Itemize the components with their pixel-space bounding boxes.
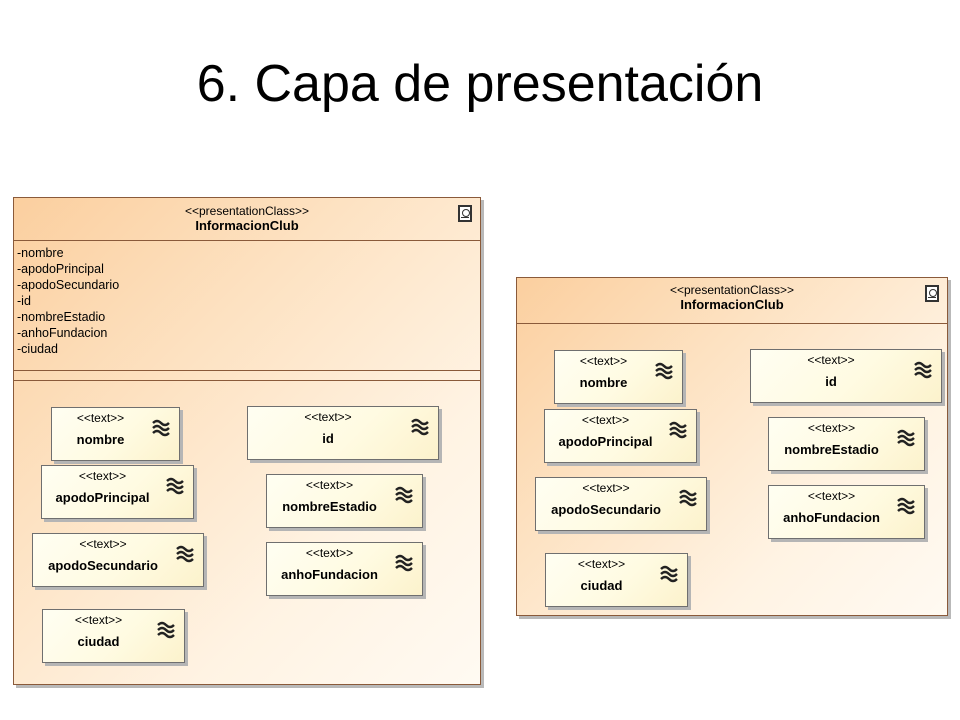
text-stereotype: <<text>> (74, 613, 123, 627)
text-stereotype: <<text>> (305, 546, 354, 560)
text-stereotype: <<text>> (807, 421, 856, 435)
text-stereotype: <<text>> (78, 469, 127, 483)
text-stereotype: <<text>> (582, 481, 630, 495)
text-element-anhoFundacion[interactable]: <<text>> anhoFundacion (266, 542, 423, 596)
text-element-nombreEstadio[interactable]: <<text>> nombreEstadio (768, 417, 925, 471)
attribute-item: -nombreEstadio (17, 310, 106, 324)
class-box-right[interactable]: <<presentationClass>> InformacionClub <<… (516, 277, 948, 616)
class-icon (925, 285, 939, 302)
text-stereotype: <<text>> (579, 354, 628, 368)
attribute-item: -anhoFundacion (17, 326, 108, 340)
text-wave-icon (897, 429, 915, 447)
text-name: apodoSecundario (48, 558, 158, 573)
text-name: nombre (76, 432, 125, 447)
class-header: <<presentationClass>> InformacionClub (517, 278, 947, 324)
text-stereotype: <<text>> (305, 478, 354, 492)
text-name: apodoSecundario (551, 502, 661, 517)
text-name: ciudad (580, 578, 623, 593)
text-element-apodoSecundario[interactable]: <<text>> apodoSecundario (32, 533, 204, 587)
text-name: apodoPrincipal (55, 490, 150, 505)
text-element-nombreEstadio[interactable]: <<text>> nombreEstadio (266, 474, 423, 528)
attribute-item: -ciudad (17, 342, 58, 356)
text-element-ciudad[interactable]: <<text>> ciudad (545, 553, 688, 607)
text-wave-icon (176, 545, 194, 563)
class-header: <<presentationClass>> InformacionClub (14, 198, 480, 241)
text-wave-icon (679, 489, 697, 507)
text-name: nombreEstadio (282, 499, 377, 514)
text-stereotype: <<text>> (79, 537, 127, 551)
text-wave-icon (914, 361, 932, 379)
text-element-apodoSecundario[interactable]: <<text>> apodoSecundario (535, 477, 707, 531)
text-wave-icon (411, 418, 429, 436)
text-name: apodoPrincipal (558, 434, 653, 449)
class-icon (458, 205, 472, 222)
empty-operation-compartment (14, 371, 480, 381)
text-name: id (322, 431, 334, 446)
attribute-compartment: -nombre -apodoPrincipal -apodoSecundario… (14, 241, 480, 371)
text-element-id[interactable]: <<text>> id (750, 349, 942, 403)
text-element-anhoFundacion[interactable]: <<text>> anhoFundacion (768, 485, 925, 539)
text-name: nombreEstadio (784, 442, 879, 457)
class-box-left[interactable]: <<presentationClass>> InformacionClub -n… (13, 197, 481, 685)
text-stereotype: <<text>> (581, 413, 630, 427)
text-element-nombre[interactable]: <<text>> nombre (51, 407, 180, 461)
attribute-item: -id (17, 294, 31, 308)
text-stereotype: <<text>> (577, 557, 626, 571)
text-wave-icon (655, 362, 673, 380)
text-name: nombre (579, 375, 628, 390)
text-stereotype: <<text>> (807, 489, 856, 503)
text-element-nombre[interactable]: <<text>> nombre (554, 350, 683, 404)
class-stereotype: <<presentationClass>> (669, 283, 795, 297)
class-stereotype: <<presentationClass>> (184, 204, 310, 218)
slide-title: 6. Capa de presentación (196, 55, 764, 113)
text-wave-icon (166, 477, 184, 495)
text-element-ciudad[interactable]: <<text>> ciudad (42, 609, 185, 663)
text-stereotype: <<text>> (807, 353, 855, 367)
text-name: anhoFundacion (281, 567, 378, 582)
text-wave-icon (897, 497, 915, 515)
text-name: id (825, 374, 837, 389)
text-name: ciudad (77, 634, 120, 649)
text-element-id[interactable]: <<text>> id (247, 406, 439, 460)
text-element-apodoPrincipal[interactable]: <<text>> apodoPrincipal (41, 465, 194, 519)
text-wave-icon (395, 486, 413, 504)
attribute-item: -apodoSecundario (17, 278, 120, 292)
attribute-item: -nombre (17, 246, 64, 260)
text-wave-icon (152, 419, 170, 437)
text-wave-icon (660, 565, 678, 583)
text-stereotype: <<text>> (304, 410, 352, 424)
text-element-apodoPrincipal[interactable]: <<text>> apodoPrincipal (544, 409, 697, 463)
text-wave-icon (395, 554, 413, 572)
text-wave-icon (157, 621, 175, 639)
class-name: InformacionClub (680, 297, 784, 312)
class-name: InformacionClub (195, 218, 299, 233)
text-stereotype: <<text>> (76, 411, 125, 425)
text-wave-icon (669, 421, 687, 439)
text-name: anhoFundacion (783, 510, 880, 525)
attribute-item: -apodoPrincipal (17, 262, 104, 276)
